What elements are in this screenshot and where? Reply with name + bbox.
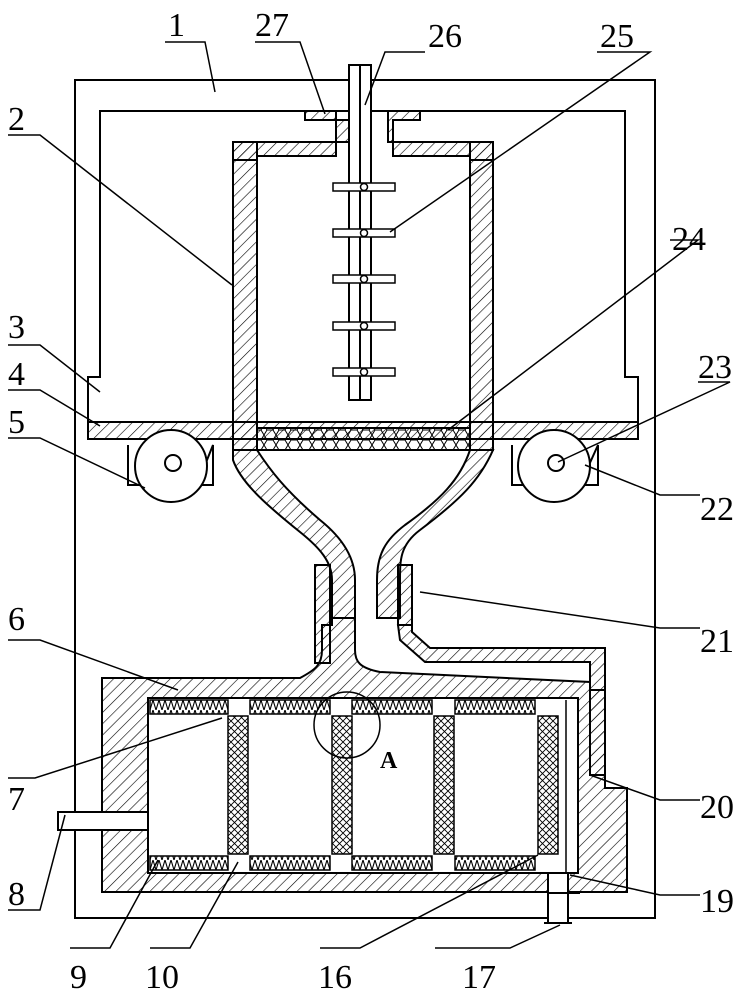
tank-top-left: [232, 141, 337, 161]
flange-right: [387, 110, 421, 143]
label-4: 4: [8, 356, 25, 393]
filter-screen-1: [227, 715, 249, 855]
detail-a-circle: [313, 691, 381, 759]
spring-top-3: [351, 699, 433, 715]
tank-left-wall: [232, 141, 258, 451]
drain-outlet: [547, 872, 569, 924]
label-detail-a: A: [380, 748, 398, 774]
spring-top-4: [454, 699, 536, 715]
spring-bot-1: [149, 855, 229, 871]
label-21: 21: [700, 623, 734, 660]
funnel-right: [376, 449, 495, 619]
spring-bot-2: [249, 855, 331, 871]
spring-top-2: [249, 699, 331, 715]
filter-screen-2: [331, 715, 353, 855]
label-26: 26: [428, 18, 462, 55]
spray-nozzles: [332, 182, 396, 377]
label-3: 3: [8, 309, 25, 346]
label-6: 6: [8, 601, 25, 638]
inlet-pipe: [57, 811, 149, 831]
filter-screen-3: [433, 715, 455, 855]
label-16: 16: [318, 959, 352, 996]
label-25: 25: [600, 18, 634, 55]
label-23: 23: [698, 349, 732, 386]
leader-lines: [8, 41, 731, 949]
label-5: 5: [8, 404, 25, 441]
label-8: 8: [8, 876, 25, 913]
funnel-left: [232, 449, 356, 619]
label-2: 2: [8, 101, 25, 138]
sleeve-right: [397, 564, 413, 626]
honeycomb-filter: [256, 427, 471, 451]
filter-screen-4: [537, 715, 559, 855]
label-19: 19: [700, 883, 734, 920]
roller-axle-right: [547, 454, 565, 472]
label-17: 17: [462, 959, 496, 996]
tank-top-right: [392, 141, 494, 161]
spring-bot-3: [351, 855, 433, 871]
label-10: 10: [145, 959, 179, 996]
label-1: 1: [168, 7, 185, 44]
flange: [304, 110, 350, 143]
spring-top-1: [149, 699, 229, 715]
label-24: 24: [672, 221, 706, 258]
label-27: 27: [255, 7, 289, 44]
label-7: 7: [8, 781, 25, 818]
label-22: 22: [700, 491, 734, 528]
label-9: 9: [70, 959, 87, 996]
roller-axle-left: [164, 454, 182, 472]
label-20: 20: [700, 789, 734, 826]
